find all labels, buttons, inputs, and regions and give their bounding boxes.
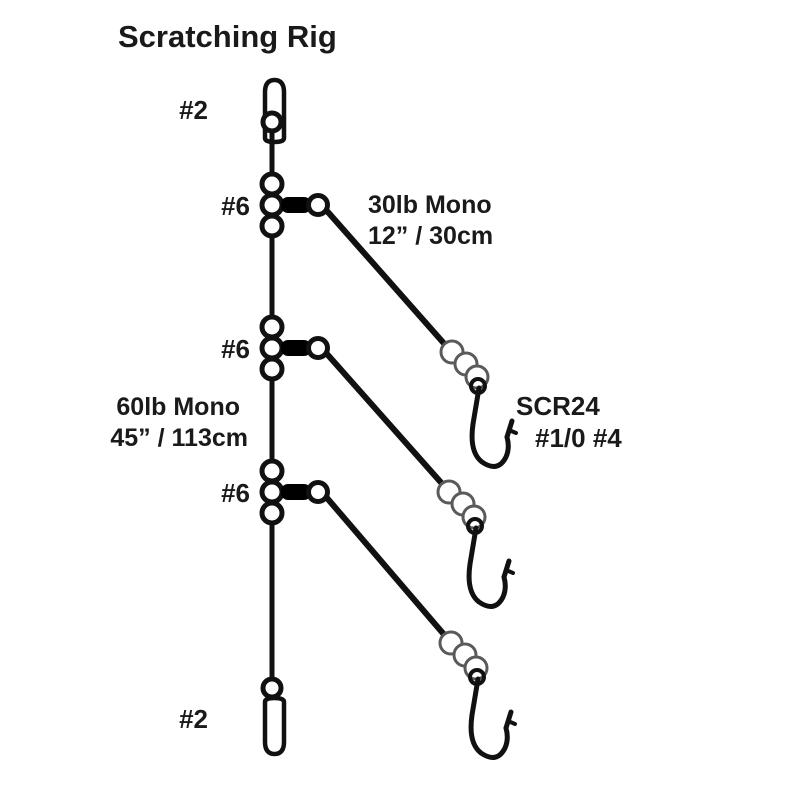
bottom-snap-swivel [260,676,287,757]
top-snap-swivel [260,77,287,145]
dropper-snood-3 [324,496,517,760]
junction-ring-middle [259,335,285,361]
hook-eye [469,377,487,395]
dropper-eye-ring [306,336,330,360]
dropper-junction-2-label: #6 [221,334,250,364]
dropper-line-3 [324,496,450,640]
swivel-eye-ring [260,676,284,700]
dropper-junction-3-label: #6 [221,478,250,508]
hook-barb [504,568,515,575]
dropper-snood-2 [324,352,515,609]
dropper-eye-ring [306,193,330,217]
hook-model-label: SCR24 [516,391,600,421]
hook-3 [468,668,517,760]
hook-shank-bend [468,676,510,760]
dropper-junction-3 [259,458,330,526]
junction-ring-lower [259,500,285,526]
hook-barb [507,428,518,435]
hook-shank-bend [469,385,511,469]
barrel-swivel-body [281,484,311,500]
junction-ring-upper [259,171,285,197]
dropper-spec-line1: 30lb Mono [368,191,492,219]
hook-shank-bend [466,525,508,609]
swivel-eye-ring [260,110,284,134]
junction-ring-upper [259,314,285,340]
snap-clip-shape [262,695,287,757]
junction-ring-upper [259,458,285,484]
hook-size-label: #1/0 #4 [535,423,622,453]
top-swivel-label: #2 [179,95,208,125]
barrel-swivel-body [281,197,311,213]
hook-eye [468,668,486,686]
snap-clip-shape [262,77,287,145]
mainline-spec-line2: 45” / 113cm [110,424,248,452]
page-title: Scratching Rig [118,19,337,54]
mainline-spec-line1: 60lb Mono [116,393,240,421]
dropper-spec-line2: 12” / 30cm [368,222,493,250]
junction-ring-middle [259,192,285,218]
dropper-junction-2 [259,314,330,382]
bottom-swivel-label: #2 [179,704,208,734]
junction-ring-lower [259,356,285,382]
dropper-snood-1 [324,209,518,469]
hook-1 [469,377,518,469]
dropper-eye-ring [306,480,330,504]
dropper-junction-1 [259,171,330,239]
junction-ring-middle [259,479,285,505]
dropper-line-2 [324,352,448,489]
dropper-junction-1-label: #6 [221,191,250,221]
dropper-line-1 [324,209,451,350]
hook-eye [466,517,484,535]
hook-2 [466,517,515,609]
hook-barb [506,719,517,726]
junction-ring-lower [259,213,285,239]
barrel-swivel-body [281,340,311,356]
